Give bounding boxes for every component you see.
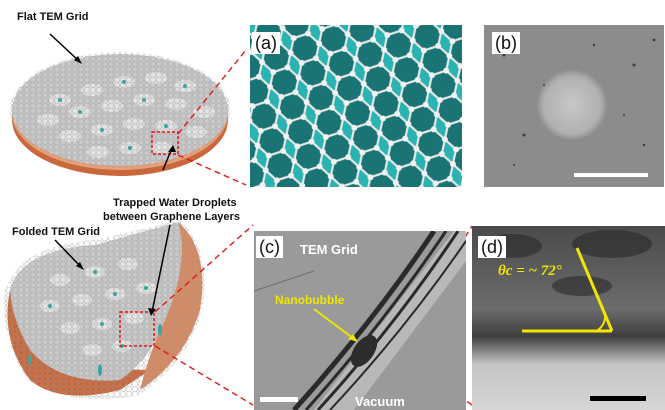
panel-c-tem-nanobubble xyxy=(254,231,466,410)
trapped-droplets-label-line1: Trapped Water Droplets xyxy=(113,197,237,209)
panel-b-tem-droplet xyxy=(484,25,664,187)
panel-c-label: (c) xyxy=(256,236,283,258)
panel-b-scale-bar xyxy=(574,173,648,177)
panel-d-contact-angle-label: θc = ~ 72° xyxy=(498,263,562,279)
panel-a-label: (a) xyxy=(252,32,280,54)
panel-b-label: (b) xyxy=(492,32,520,54)
panel-a-graphene-lattice xyxy=(250,25,462,187)
trapped-droplets-label-line2: between Graphene Layers xyxy=(103,211,240,223)
panel-d-label: (d) xyxy=(478,236,506,258)
folded-tem-grid-illustration xyxy=(0,220,245,410)
folded-tem-grid-label: Folded TEM Grid xyxy=(12,226,100,238)
panel-d-scale-bar xyxy=(590,396,646,401)
flat-tem-grid-label: Flat TEM Grid xyxy=(17,11,89,23)
panel-c-vacuum-label: Vacuum xyxy=(355,394,405,409)
panel-c-scale-bar xyxy=(260,397,298,402)
panel-c-nanobubble-label: Nanobubble xyxy=(275,293,345,307)
flat-tem-grid-illustration xyxy=(0,20,240,205)
panel-c-tem-grid-label: TEM Grid xyxy=(300,242,358,257)
